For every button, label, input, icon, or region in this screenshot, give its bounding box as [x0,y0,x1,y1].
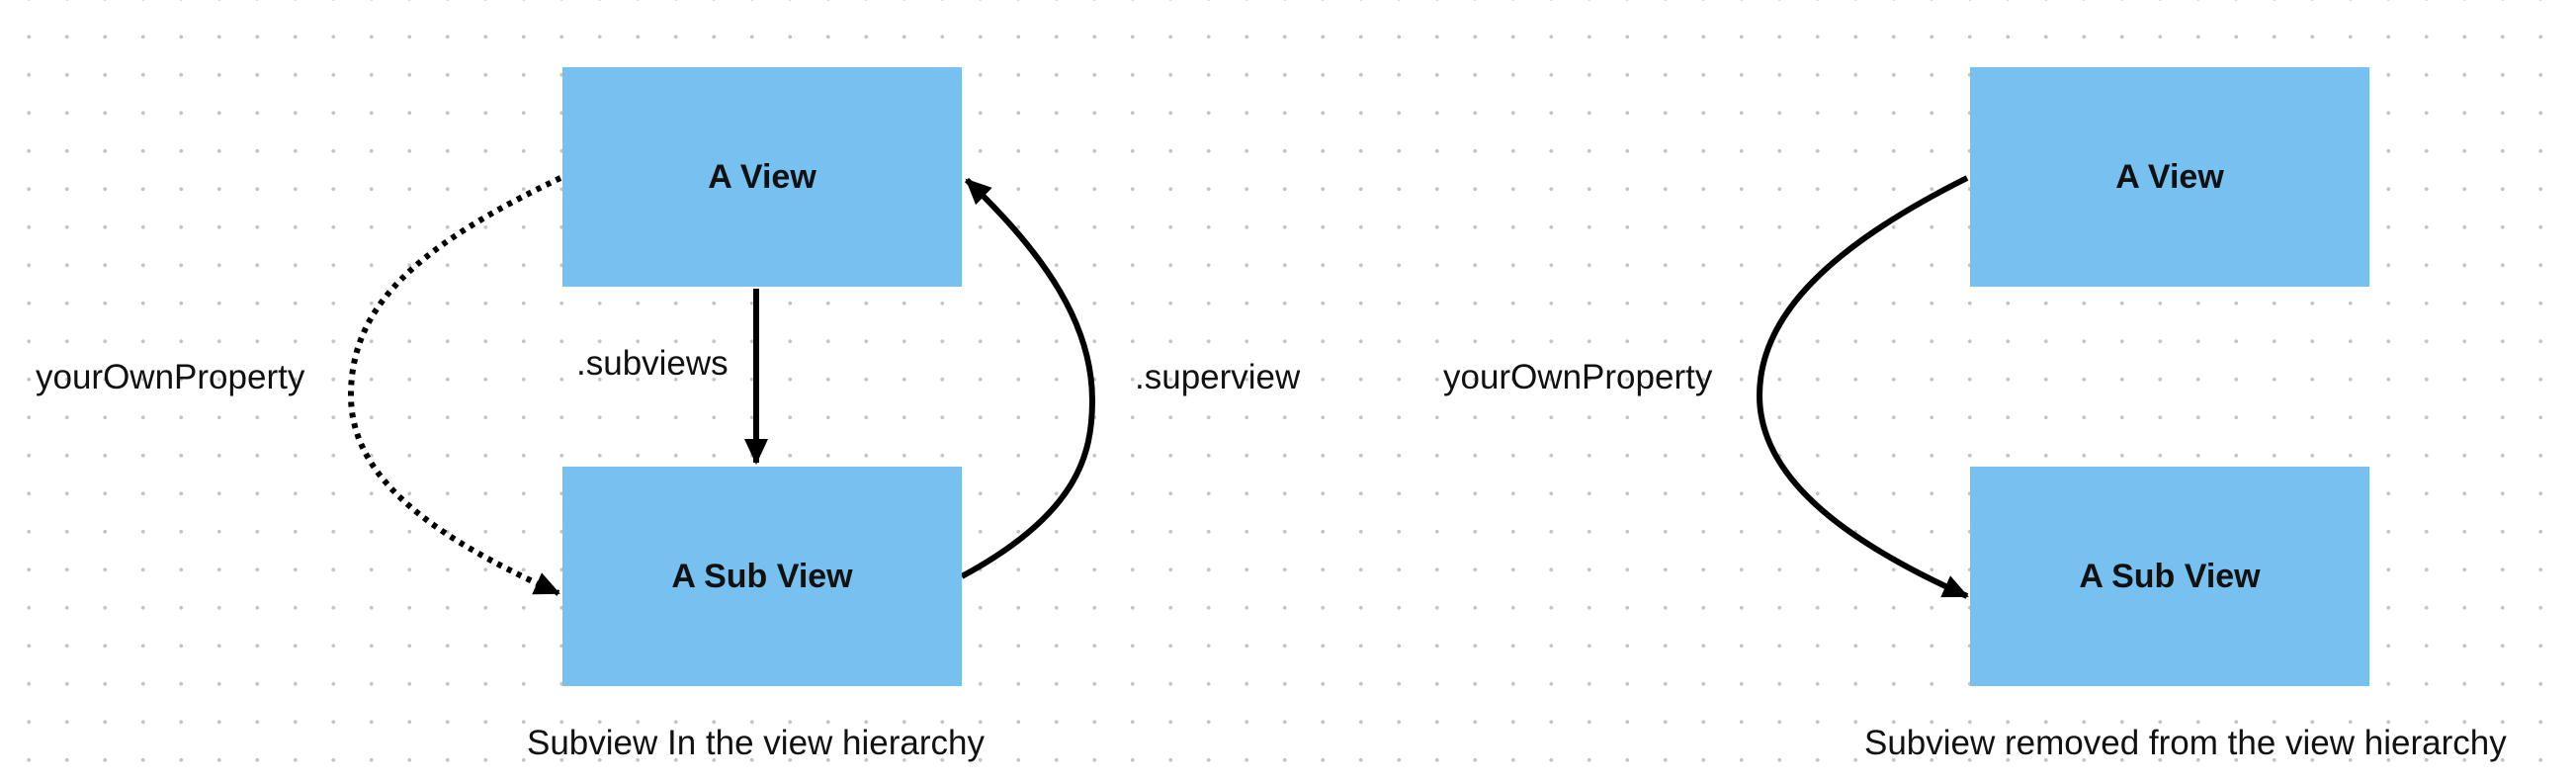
right-subview-label: A Sub View [2079,557,2261,595]
left-own-property-label: yourOwnProperty [36,358,305,396]
left-view-label: A View [708,157,816,196]
right-view-label: A View [2115,157,2224,196]
left-subview-label: A Sub View [671,557,853,595]
subviews-label: .subviews [576,344,729,383]
superview-label: .superview [1135,358,1301,396]
right-view-box: A View [1970,67,2369,287]
right-own-property-label: yourOwnProperty [1443,358,1713,396]
right-caption: Subview removed from the view hierarchy [1864,724,2507,762]
own-property-solid-arrow [1756,175,1969,599]
left-caption: Subview In the view hierarchy [527,724,985,762]
right-subview-box: A Sub View [1970,467,2369,686]
left-view-box: A View [562,67,962,287]
superview-arrow [960,177,1096,579]
own-property-dotted-arrow [347,175,562,596]
left-subview-box: A Sub View [562,467,962,686]
